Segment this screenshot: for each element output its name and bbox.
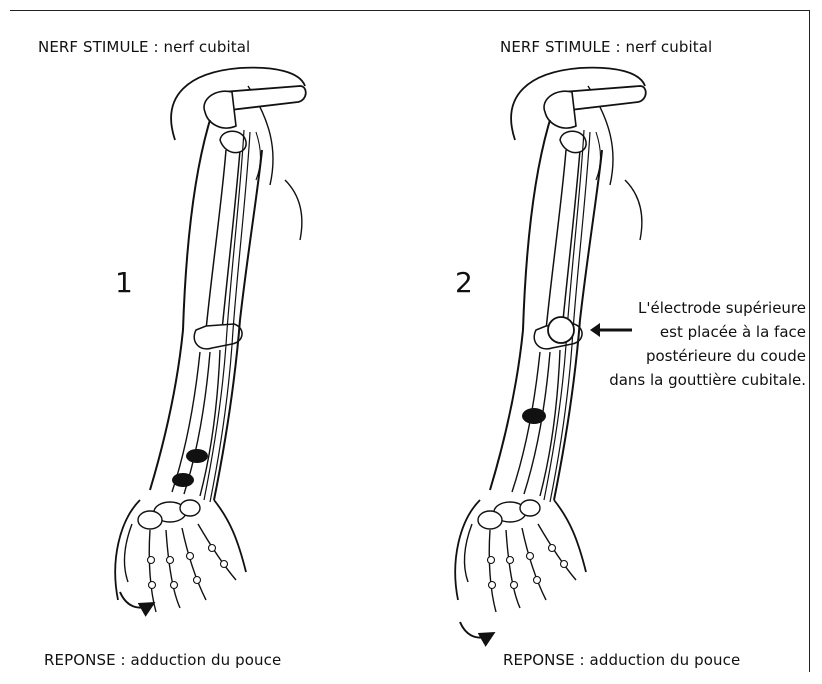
panel-2-electrode-forearm bbox=[522, 408, 546, 424]
panel-2-electrode-elbow bbox=[548, 317, 574, 343]
panel-2-thumb-arrow bbox=[460, 622, 492, 638]
panel-1-electrode-upper bbox=[186, 449, 208, 463]
callout-arrow-head bbox=[590, 323, 600, 337]
panel-1-electrode-lower bbox=[172, 473, 194, 487]
panel-1-thumb-arrow bbox=[120, 592, 152, 608]
panel-2-arm bbox=[455, 68, 646, 612]
panel-1-arm bbox=[115, 68, 306, 612]
